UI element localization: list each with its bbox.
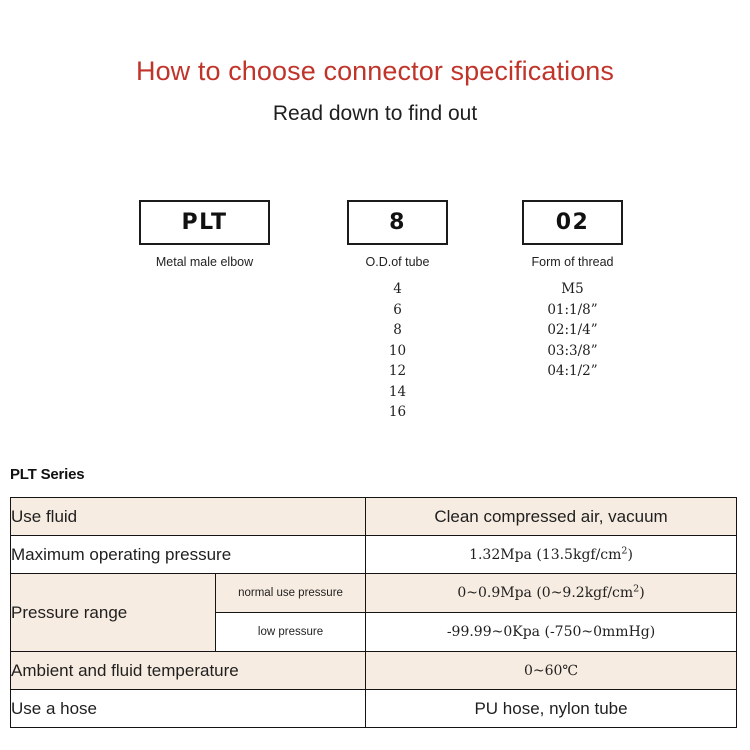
- table-row: Use fluid Clean compressed air, vacuum: [9, 497, 738, 536]
- code-caption-tube-od: O.D.of tube: [365, 255, 430, 269]
- code-caption-thread-form: Form of thread: [531, 255, 614, 269]
- table-row: Pressure range normal use pressure 0~0.9…: [10, 573, 738, 652]
- table-row: Maximum operating pressure 1.32Mpa (13.5…: [9, 535, 738, 574]
- value-post: ): [627, 546, 633, 563]
- spec-label-pressure-range: Pressure range: [10, 573, 216, 652]
- code-column-series: PLT Metal male elbow: [139, 200, 270, 279]
- spec-value-low-pressure: -99.99~0Kpa (-750~0mmHg): [365, 612, 738, 652]
- code-option: 8: [393, 322, 402, 338]
- code-options-tube-od: 4 6 8 10 12 14 16: [347, 279, 448, 423]
- code-box-tube-od: 8: [347, 200, 448, 245]
- spec-table: Use fluid Clean compressed air, vacuum M…: [9, 497, 738, 728]
- spec-value-max-pressure: 1.32Mpa (13.5kgf/cm2): [365, 535, 738, 574]
- code-option: 4: [393, 281, 402, 297]
- code-box-thread-form: 02: [522, 200, 623, 245]
- value-post: ): [639, 585, 645, 601]
- code-box-tube-od-text: 8: [389, 209, 406, 235]
- code-option: 12: [388, 363, 407, 379]
- value-sup: 2: [633, 583, 640, 595]
- code-column-tube-od: 8 O.D.of tube 4 6 8 10 12 14 16: [347, 200, 448, 423]
- code-option: 03:3/8”: [547, 342, 598, 359]
- code-option: M5: [561, 281, 584, 297]
- value-pre: 0~0.9Mpa (0~9.2kgf/cm: [457, 585, 634, 601]
- code-option: 04:1/2”: [547, 363, 598, 379]
- code-option: 14: [388, 383, 407, 400]
- spec-sublabel-low-pressure: low pressure: [214, 612, 367, 652]
- code-box-series: PLT: [139, 200, 270, 245]
- page-title: How to choose connector specifications: [135, 56, 615, 86]
- spec-value-temperature: 0~60℃: [365, 651, 738, 690]
- spec-value-normal-use-pressure: 0~0.9Mpa (0~9.2kgf/cm2): [365, 573, 738, 613]
- code-option: 6: [393, 301, 402, 318]
- table-row: Use a hose PU hose, nylon tube: [9, 689, 738, 728]
- code-options-thread-form: M5 01:1/8” 02:1/4” 03:3/8” 04:1/2”: [522, 279, 623, 382]
- code-option: 02:1/4”: [547, 322, 598, 338]
- value-pre: 1.32Mpa (13.5kgf/cm: [469, 546, 622, 563]
- value-sup: 2: [621, 544, 628, 556]
- page-subtitle: Read down to find out: [272, 102, 478, 125]
- spec-value-use-a-hose: PU hose, nylon tube: [365, 689, 738, 728]
- code-option: 01:1/8”: [547, 301, 598, 318]
- code-caption-series: Metal male elbow: [155, 255, 254, 269]
- code-box-thread-form-text: 02: [555, 209, 590, 235]
- table-row: Ambient and fluid temperature 0~60℃: [9, 651, 738, 690]
- spec-label-temperature: Ambient and fluid temperature: [9, 651, 367, 690]
- code-option: 10: [388, 342, 407, 359]
- code-breakdown: PLT Metal male elbow 8 O.D.of tube 4 6 8…: [0, 200, 750, 450]
- spec-label-max-pressure: Maximum operating pressure: [9, 535, 367, 574]
- code-column-thread-form: 02 Form of thread M5 01:1/8” 02:1/4” 03:…: [522, 200, 623, 382]
- spec-label-use-fluid: Use fluid: [9, 497, 367, 536]
- spec-sublabel-normal-use-pressure: normal use pressure: [214, 573, 367, 613]
- series-label: PLT Series: [10, 466, 85, 483]
- code-box-series-text: PLT: [181, 209, 228, 235]
- spec-value-use-fluid: Clean compressed air, vacuum: [365, 497, 738, 536]
- spec-label-use-a-hose: Use a hose: [9, 689, 367, 728]
- code-option: 16: [388, 404, 407, 420]
